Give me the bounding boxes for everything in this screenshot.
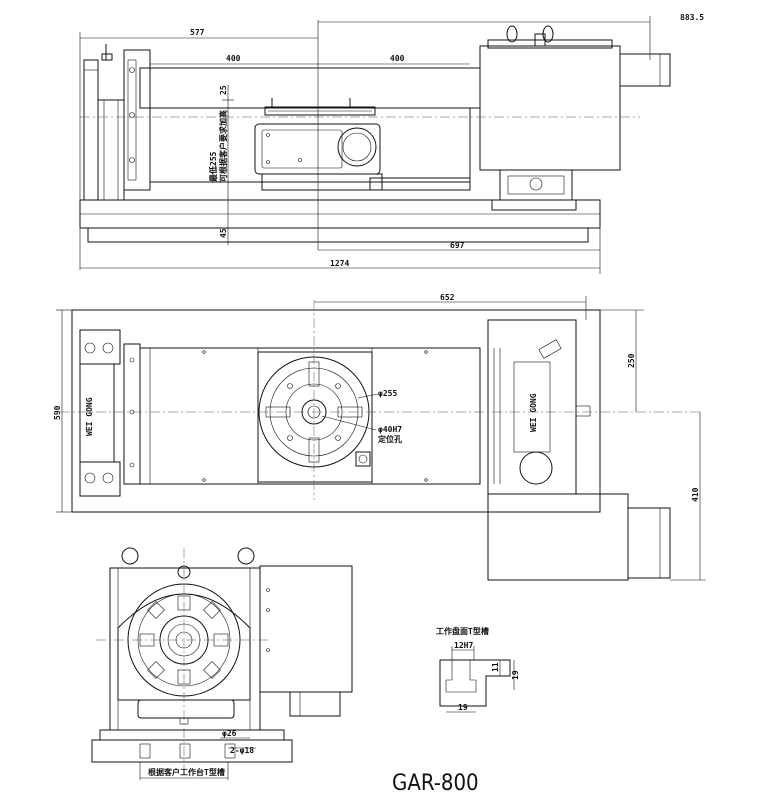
dim-652: 652	[440, 293, 455, 302]
note-positioning-hole: 定位孔	[377, 434, 402, 444]
t-slot-detail: 工作盘面T型槽 12H7 11 19 19	[436, 626, 520, 713]
dim-250: 250	[627, 353, 636, 368]
dim-phi255: φ255	[378, 389, 397, 398]
top-view: WEI GONG WEI GON	[53, 293, 706, 581]
dim-590: 590	[53, 405, 62, 420]
dim-11: 11	[491, 662, 500, 672]
note-min-height: 最低255	[208, 151, 218, 182]
dim-410: 410	[691, 487, 700, 502]
side-view: φ26 2-φ18 根据客户工作台T型槽	[91, 547, 353, 780]
note-customer-t-slot: 根据客户工作台T型槽	[148, 767, 225, 777]
dim-697: 697	[450, 241, 465, 250]
dim-19-vertical: 19	[511, 670, 520, 680]
dim-phi26: φ26	[222, 729, 237, 738]
dim-2-phi18: 2-φ18	[230, 746, 254, 755]
t-slot-title: 工作盘面T型槽	[436, 626, 489, 636]
dim-883-5: 883.5	[680, 13, 704, 22]
front-view: 577 883.5 400 400 25 45 697 1274 最低255 可…	[79, 13, 704, 274]
brand-label-left: WEI GONG	[85, 397, 94, 436]
dim-45: 45	[219, 228, 228, 238]
dim-400-right: 400	[390, 54, 405, 63]
dim-12h7: 12H7	[454, 641, 473, 650]
dim-1274: 1274	[330, 259, 349, 268]
brand-label-right: WEI GONG	[529, 393, 538, 432]
dim-19-horizontal: 19	[458, 703, 468, 712]
model-title: GAR-800	[392, 771, 479, 796]
dim-phi40h7: φ40H7	[378, 425, 402, 434]
dim-400-left: 400	[226, 54, 241, 63]
note-custom-height: 可根据客户要求加高	[218, 110, 228, 182]
dim-577: 577	[190, 28, 205, 37]
dim-25: 25	[219, 85, 228, 95]
